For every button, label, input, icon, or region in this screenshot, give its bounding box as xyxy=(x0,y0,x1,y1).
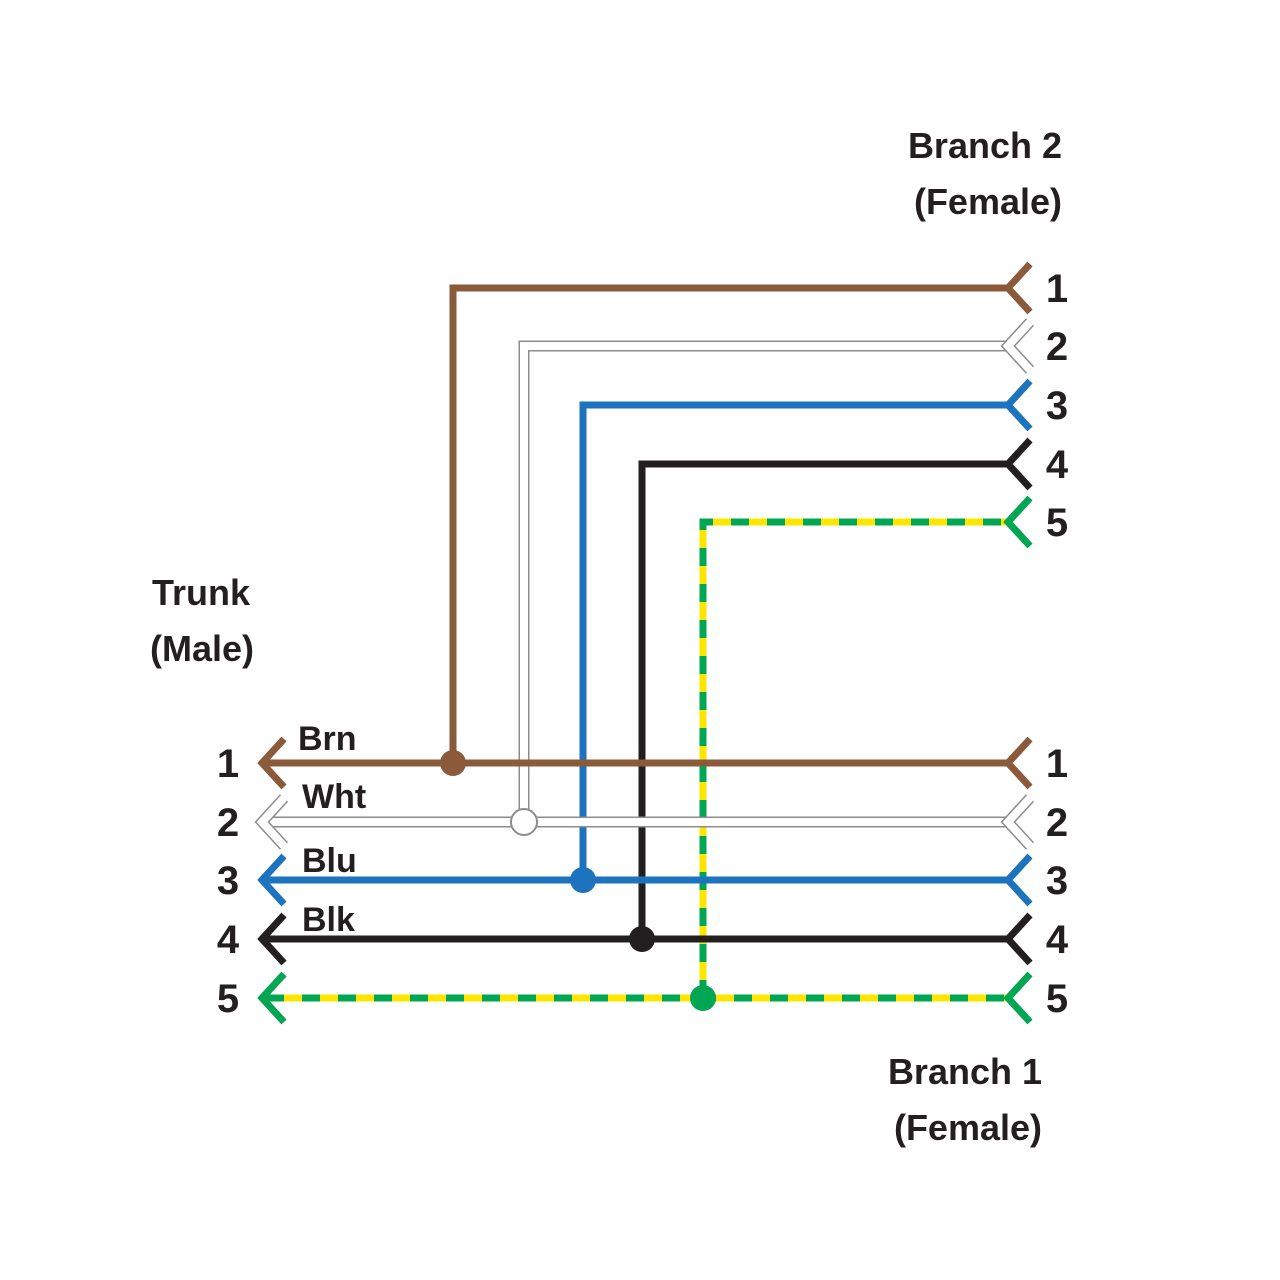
branch1-subtitle: (Female) xyxy=(894,1107,1042,1148)
branch2-connector-1 xyxy=(1003,261,1033,315)
trunk-connector-2 xyxy=(256,795,287,849)
branch2-wire-2 xyxy=(520,342,1010,822)
trunk-pin-5: 5 xyxy=(217,977,239,1021)
trunk-subtitle: (Male) xyxy=(150,628,254,669)
splice-node-4 xyxy=(629,926,655,952)
branch1-pin-5: 5 xyxy=(1046,977,1068,1021)
trunk-pin-1: 1 xyxy=(217,742,239,786)
wires-layer xyxy=(254,261,1035,1025)
branch2-wire-5 xyxy=(699,518,1010,998)
branch1-pin-1: 1 xyxy=(1046,742,1068,786)
branch2-connector-2 xyxy=(1002,319,1033,373)
branch2-pin-1: 1 xyxy=(1046,267,1068,311)
branch2-pin-3: 3 xyxy=(1046,384,1068,428)
branch1-connector-fill-2 xyxy=(1002,795,1033,849)
branch2-wire-4 xyxy=(638,460,1010,939)
trunk-pin-4: 4 xyxy=(217,918,240,962)
splice-node-5 xyxy=(690,985,716,1011)
branch1-pin-4: 4 xyxy=(1046,918,1069,962)
trunk-connector-3 xyxy=(257,853,287,907)
branch2-wire-3 xyxy=(579,401,1010,880)
branch2-connector-4 xyxy=(1003,437,1033,491)
branch2-subtitle: (Female) xyxy=(914,181,1062,222)
splice-node-2 xyxy=(510,808,538,836)
trunk-pin-3: 3 xyxy=(217,859,239,903)
splice-node-3 xyxy=(570,867,596,893)
trunk-connector-5 xyxy=(257,971,287,1025)
branch2-title: Branch 2 xyxy=(908,125,1062,166)
wire-label-brn: Brn xyxy=(298,720,357,758)
branch1-connector-3 xyxy=(1003,853,1033,907)
branch2-pin-2: 2 xyxy=(1046,325,1068,369)
branch1-connector-1 xyxy=(1003,736,1033,790)
branch2-pin-4: 4 xyxy=(1046,443,1069,487)
trunk-title: Trunk xyxy=(152,572,251,613)
branch1-title: Branch 1 xyxy=(888,1051,1042,1092)
branch2-connector-3 xyxy=(1003,378,1033,432)
trunk-connector-4 xyxy=(257,912,287,966)
wire-label-blu: Blu xyxy=(302,842,357,880)
wire-label-blk: Blk xyxy=(302,901,355,939)
branch2-wire-1 xyxy=(449,284,1010,763)
trunk-connector-1 xyxy=(257,736,287,790)
branch2-pin-5: 5 xyxy=(1046,501,1068,545)
branch1-connector-4 xyxy=(1003,912,1033,966)
branch1-connector-5 xyxy=(1003,971,1033,1025)
branch2-wire-2-outline xyxy=(518,340,1010,822)
wire-label-wht: Wht xyxy=(302,778,366,816)
branch1-pin-2: 2 xyxy=(1046,801,1068,845)
branch1-pin-3: 3 xyxy=(1046,859,1068,903)
branch2-connector-5 xyxy=(1003,495,1033,549)
trunk-pin-2: 2 xyxy=(217,801,239,845)
splice-node-1 xyxy=(440,750,466,776)
